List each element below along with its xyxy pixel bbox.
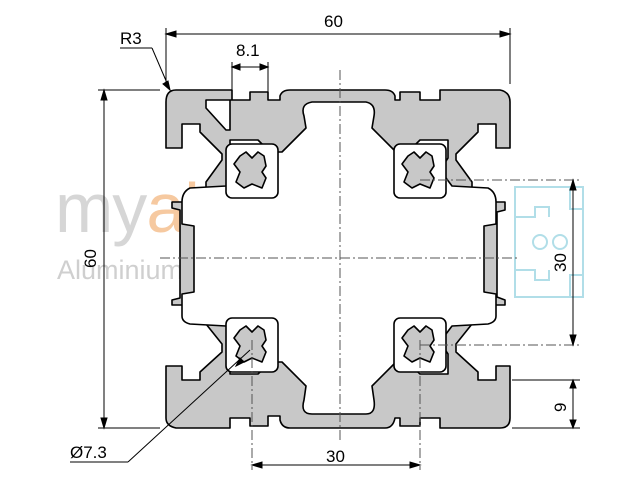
- dim-left-height: 60: [81, 249, 100, 268]
- dimension-labels: 60 8.1 R3 60 30 9 30 Ø7.3: [70, 12, 570, 466]
- dim-edge-offset: 9: [551, 403, 570, 412]
- center-lines: [160, 70, 580, 470]
- dim-corner-radius: R3: [120, 29, 142, 48]
- dim-bottom-spacing: 30: [326, 447, 345, 466]
- bore-top-right: [393, 143, 447, 199]
- watermark-brand-prefix: my: [55, 169, 147, 247]
- bore-top-left: [225, 143, 279, 199]
- dim-slot-width: 8.1: [236, 41, 260, 60]
- dim-center-spacing: 30: [551, 253, 570, 272]
- dim-top-width: 60: [324, 12, 343, 31]
- profile-section: [165, 89, 511, 429]
- dim-bore-diameter: Ø7.3: [70, 443, 107, 462]
- logo-profile-icon: [514, 186, 584, 298]
- dimension-lines: [70, 28, 580, 469]
